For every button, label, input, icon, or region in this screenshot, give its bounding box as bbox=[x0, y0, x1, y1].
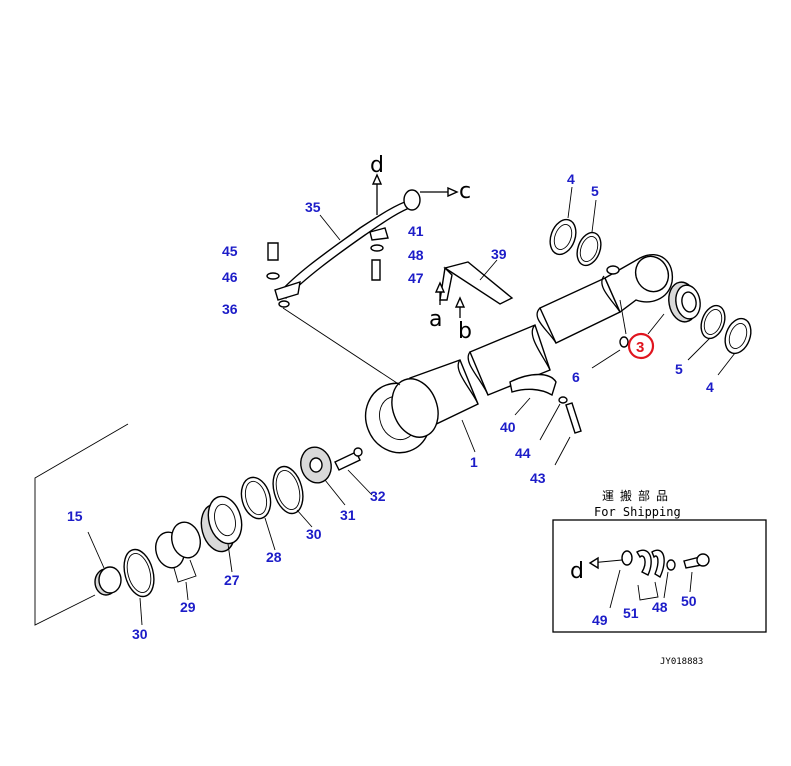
washer-part-49[interactable] bbox=[609, 550, 633, 609]
label-part-35[interactable]: 35 bbox=[305, 199, 321, 215]
shipping-title-en: For Shipping bbox=[594, 505, 681, 519]
wear-ring-part-29[interactable] bbox=[152, 519, 204, 601]
label-part-41[interactable]: 41 bbox=[408, 223, 424, 239]
label-part-5[interactable]: 5 bbox=[591, 183, 599, 199]
label-part-40[interactable]: 40 bbox=[500, 419, 516, 435]
bushing-part-3[interactable] bbox=[666, 280, 703, 324]
bolt-part-47[interactable] bbox=[371, 259, 381, 281]
tube-part-35[interactable] bbox=[274, 189, 421, 386]
label-part-50[interactable]: 50 bbox=[681, 593, 697, 609]
bracket-part-39[interactable] bbox=[439, 259, 514, 305]
letter-a: a bbox=[429, 307, 442, 332]
label-part-29[interactable]: 29 bbox=[180, 599, 196, 615]
label-part-30[interactable]: 30 bbox=[306, 526, 322, 542]
dust-seal-part-4-lower[interactable] bbox=[717, 315, 755, 376]
seal-ring-part-5-upper[interactable] bbox=[573, 199, 605, 269]
label-part-32[interactable]: 32 bbox=[370, 488, 386, 504]
arrow-c bbox=[420, 186, 459, 198]
clamp-part-51[interactable] bbox=[636, 549, 665, 601]
label-part-30[interactable]: 30 bbox=[132, 626, 148, 642]
label-part-51[interactable]: 51 bbox=[623, 605, 639, 621]
ring-part-28[interactable] bbox=[237, 474, 276, 551]
drawing-code: JY018883 bbox=[660, 657, 703, 667]
label-part-15[interactable]: 15 bbox=[67, 508, 83, 524]
label-part-46[interactable]: 46 bbox=[222, 269, 238, 285]
dust-seal-part-4-upper[interactable] bbox=[546, 186, 581, 258]
washer-part-44[interactable] bbox=[539, 396, 568, 441]
letter-d: d bbox=[370, 153, 384, 178]
label-part-6[interactable]: 6 bbox=[572, 369, 580, 385]
label-part-39[interactable]: 39 bbox=[491, 246, 507, 262]
washer-part-48-shipping[interactable] bbox=[663, 559, 676, 599]
svg-text:3: 3 bbox=[636, 339, 644, 356]
washer-part-48[interactable] bbox=[370, 244, 384, 252]
cylinder-tube-part-1[interactable] bbox=[356, 324, 551, 462]
arrow-d-top bbox=[371, 173, 383, 215]
ring-part-30-upper[interactable] bbox=[268, 463, 313, 528]
label-part-4[interactable]: 4 bbox=[567, 171, 575, 187]
label-part-31[interactable]: 31 bbox=[340, 507, 356, 523]
arrow-a bbox=[434, 281, 446, 305]
label-part-28[interactable]: 28 bbox=[266, 549, 282, 565]
label-part-49[interactable]: 49 bbox=[592, 612, 608, 628]
shipping-title-jp: 運搬部品 bbox=[602, 488, 674, 503]
shipping-box bbox=[552, 519, 767, 633]
piston-rod[interactable] bbox=[536, 251, 674, 344]
grease-fitting-part-6[interactable] bbox=[591, 336, 629, 369]
bracket-part-40[interactable] bbox=[509, 373, 557, 416]
label-part-5[interactable]: 5 bbox=[675, 361, 683, 377]
bolt-part-50[interactable] bbox=[683, 553, 710, 593]
bolt-part-43[interactable] bbox=[554, 402, 582, 466]
label-part-36[interactable]: 36 bbox=[222, 301, 238, 317]
seal-ring-part-5-lower[interactable] bbox=[687, 302, 729, 361]
label-part-45[interactable]: 45 bbox=[222, 243, 238, 259]
label-part-48[interactable]: 48 bbox=[408, 247, 424, 263]
washer-part-46[interactable] bbox=[266, 272, 280, 280]
washer-part-32[interactable] bbox=[334, 447, 373, 496]
nut-part-15[interactable] bbox=[87, 531, 122, 596]
label-part-43[interactable]: 43 bbox=[530, 470, 546, 486]
piston-part-27[interactable] bbox=[196, 493, 246, 573]
label-part-27[interactable]: 27 bbox=[224, 572, 240, 588]
clamp-part-41[interactable] bbox=[369, 227, 389, 241]
nut-part-31[interactable] bbox=[297, 444, 346, 506]
label-part-4[interactable]: 4 bbox=[706, 379, 714, 395]
letter-d-shipping: d bbox=[570, 559, 584, 584]
arrow-b bbox=[454, 296, 466, 318]
letter-b: b bbox=[458, 319, 472, 344]
axis-line-left bbox=[34, 423, 129, 626]
label-part-47[interactable]: 47 bbox=[408, 270, 424, 286]
label-part-48[interactable]: 48 bbox=[652, 599, 668, 615]
bolt-part-45[interactable] bbox=[267, 242, 279, 261]
highlighted-part-3-marker[interactable]: 3 bbox=[627, 313, 665, 360]
letter-c: c bbox=[459, 179, 471, 204]
label-part-1[interactable]: 1 bbox=[470, 454, 478, 470]
o-ring-part-36[interactable] bbox=[278, 300, 290, 308]
label-part-44[interactable]: 44 bbox=[515, 445, 531, 461]
ring-part-30-lower[interactable] bbox=[119, 546, 158, 626]
